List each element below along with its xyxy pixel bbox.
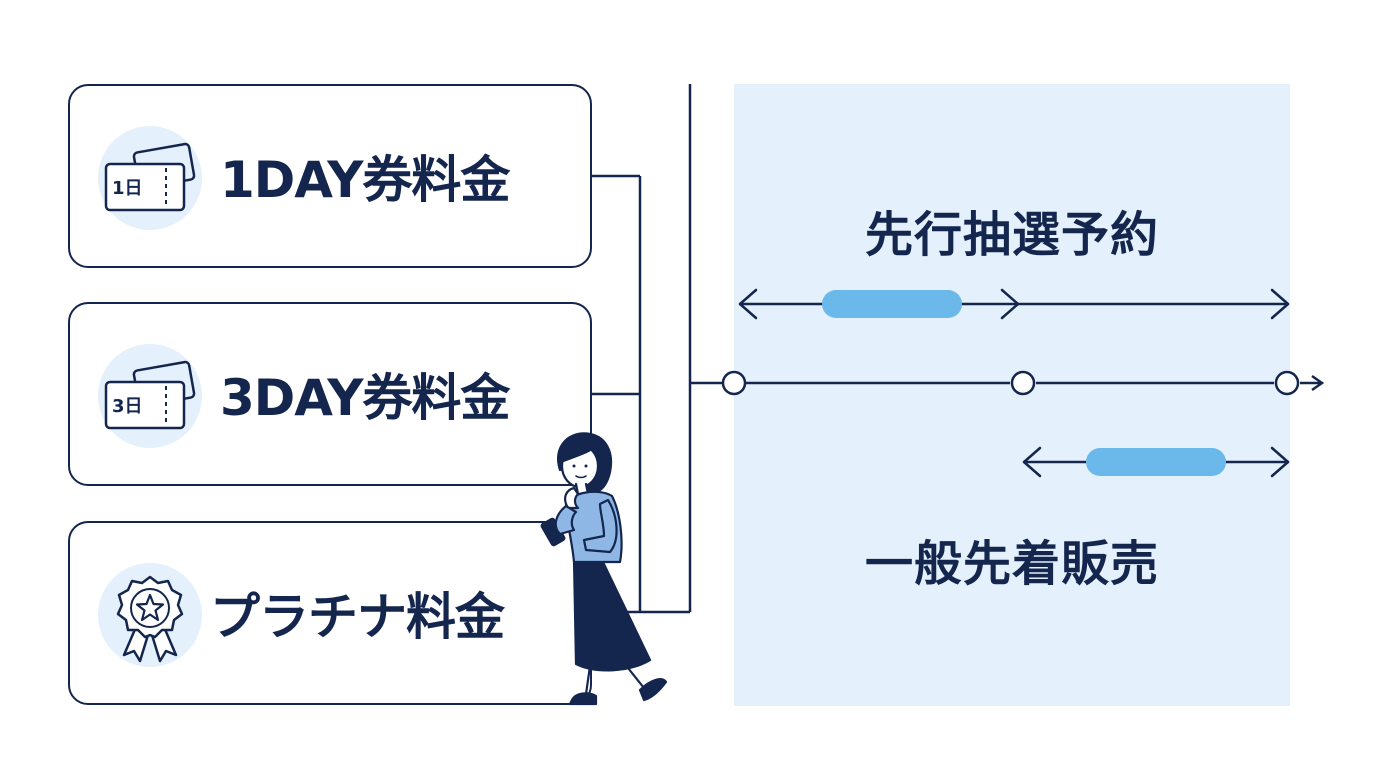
woman-with-phone-illustration	[540, 432, 668, 706]
timeline	[746, 374, 1325, 392]
ticket-icon: 1日	[98, 126, 202, 230]
award-ribbon-icon	[98, 563, 202, 667]
bracket-connector	[592, 84, 722, 614]
ticket-icon: 3日	[98, 344, 202, 448]
ticket-card-1day: 1日 1DAY券料金	[68, 84, 592, 268]
ticket-card-platinum: プラチナ料金	[68, 521, 592, 705]
presale-period-bar	[822, 290, 962, 318]
ticket-card-3day: 3日 3DAY券料金	[68, 302, 592, 486]
timeline-node	[1274, 370, 1300, 396]
ticket-icon-text: 1日	[112, 178, 143, 199]
timeline-node	[1010, 370, 1036, 396]
sales-schedule-panel	[734, 84, 1290, 706]
ticket-label: プラチナ料金	[210, 588, 505, 646]
general-sale-period-bar	[1086, 448, 1226, 476]
ticket-icon-text: 3日	[112, 396, 143, 417]
ticket-label: 1DAY券料金	[220, 151, 510, 209]
timeline-node	[721, 370, 747, 396]
phase-title-general-sale: 一般先着販売	[864, 536, 1159, 592]
phase-title-presale-lottery: 先行抽選予約	[864, 207, 1159, 263]
ticket-label: 3DAY券料金	[220, 369, 510, 427]
